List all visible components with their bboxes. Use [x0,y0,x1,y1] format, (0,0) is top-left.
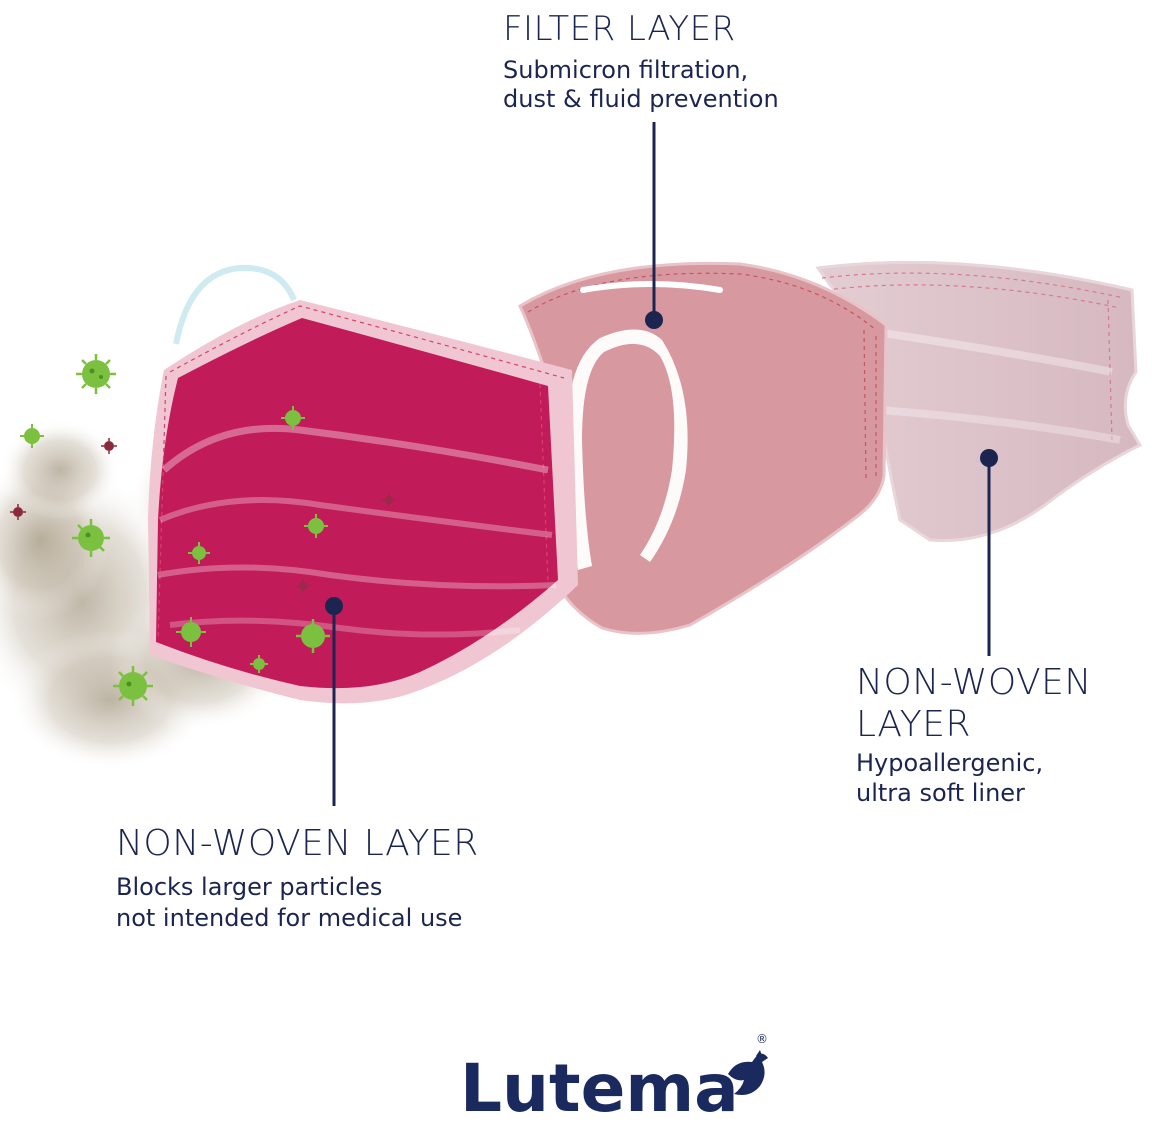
outer-layer-shape [148,264,578,704]
outer-layer-desc-line1: Blocks larger particles [116,873,383,901]
virus-icon [20,424,44,448]
callout-dot-inner [980,449,998,467]
callout-outer-layer [325,597,343,806]
inner-layer-label: NON-WOVEN LAYER Hypoallergenic, ultra so… [856,664,1136,808]
callout-filter-layer [645,122,663,329]
virus-icon [188,542,210,564]
callout-inner-layer [980,449,998,656]
filter-layer-desc-line2: dust & fluid prevention [503,85,779,113]
virus-icons [10,354,396,706]
ear-loop-back [173,264,297,345]
brand-name: Lutema [460,1050,739,1127]
virus-icon-red [382,493,396,507]
virus-icon-red [296,579,310,593]
brand-logo: Lutema ® [460,1032,768,1127]
outer-layer-desc-line2: not intended for medical use [116,904,463,932]
filter-layer-title: FILTER LAYER [503,9,736,49]
virus-icon [304,514,328,538]
inner-layer-title-line2: LAYER [856,704,971,745]
callout-dot-outer [325,597,343,615]
inner-layer-title-line1: NON-WOVEN [856,662,1092,703]
virus-icon [250,655,268,673]
virus-icon [296,619,330,653]
virus-icon [281,406,305,430]
outer-layer-title: NON-WOVEN LAYER [116,823,479,864]
filter-layer-label: FILTER LAYER Submicron filtration, dust … [503,12,779,114]
inner-layer-shape [815,260,1143,543]
inner-layer-desc-line2: ultra soft liner [856,779,1025,807]
outer-layer-label: NON-WOVEN LAYER Blocks larger particles … [116,826,479,934]
callout-dot-filter [645,311,663,329]
registered-mark: ® [756,1032,768,1046]
virus-icon [76,354,116,394]
virus-icon [113,666,153,706]
virus-icon-red [10,504,26,520]
filter-layer-desc-line1: Submicron filtration, [503,56,749,84]
brand-bird-icon [728,1050,768,1095]
inner-layer-desc-line1: Hypoallergenic, [856,749,1044,777]
ear-loop-front [567,329,688,570]
virus-icon [176,617,206,647]
virus-icon-red [101,438,117,454]
virus-icon [72,519,110,557]
